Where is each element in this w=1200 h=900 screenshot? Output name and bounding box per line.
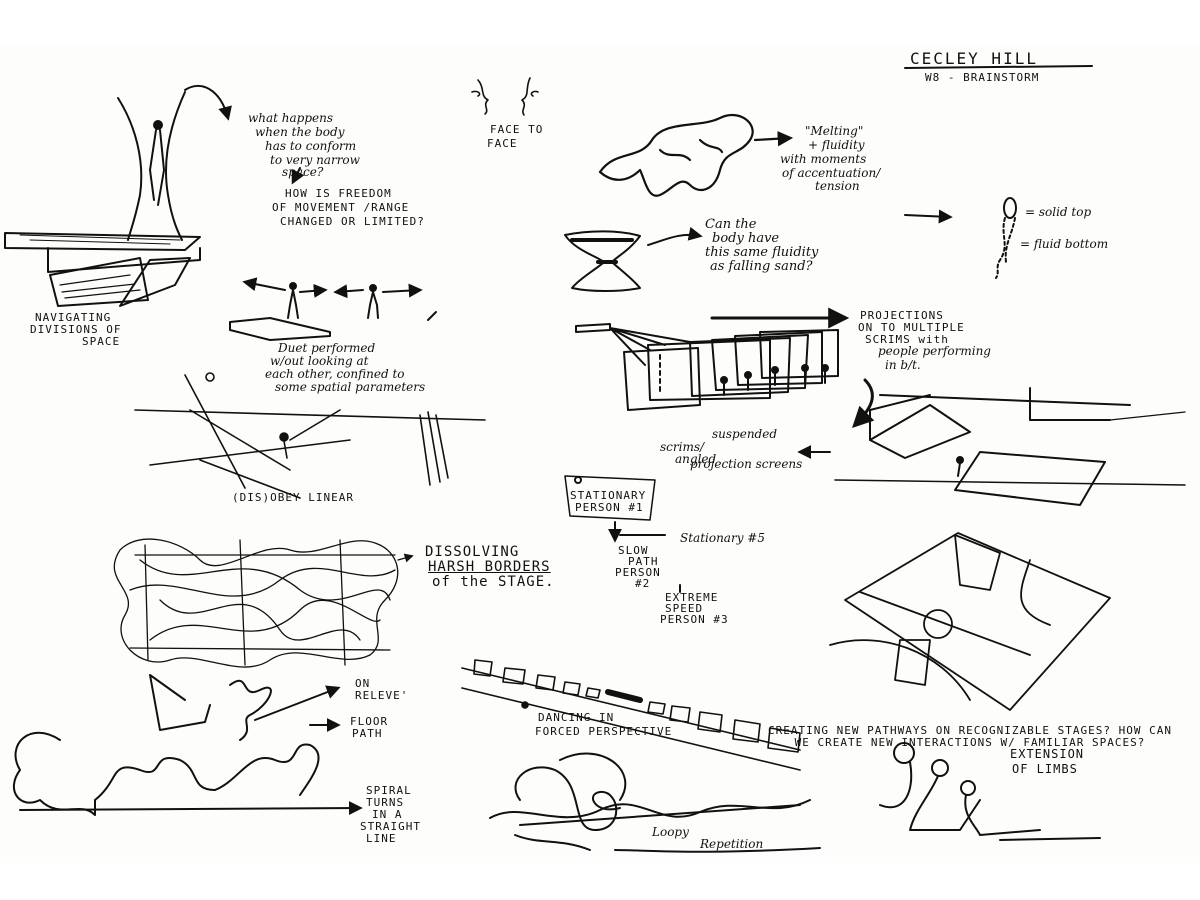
note-slow-3: PERSON [615,566,661,579]
note-projections-1: PROJECTIONS [860,309,944,322]
note-spiral-1: SPIRAL [366,784,412,797]
note-sand-4: as falling sand? [710,259,813,274]
note-scrims-3: angled [675,452,717,466]
narrow-space-drawing [117,85,305,241]
note-releve-2: RELEVE' [355,689,409,702]
note-freedom-3: CHANGED OR LIMITED? [280,215,425,228]
note-spiral-5: LINE [366,832,397,845]
note-sand-1: Can the [705,217,757,232]
note-extension-2: OF LIMBS [1012,762,1078,776]
note-stationary5: Stationary #5 [680,531,765,545]
note-solid-top: = solid top [1025,205,1092,219]
forced-perspective-drawing [461,659,801,771]
note-spiral-4: STRAIGHT [360,820,421,833]
disobey-linear-drawing [134,372,486,499]
basketball-court-drawing [829,532,1111,711]
note-narrow-space-3: has to conform [265,139,357,153]
note-slow-4: #2 [635,577,651,590]
note-extreme-1: EXTREME [665,591,719,604]
note-sand-3: this same fluidity [705,245,819,260]
note-slow-1: SLOW [618,544,649,557]
melting-figure-drawing [598,113,794,197]
brainstorm-label: W8 - BRAINSTORM [925,71,1040,84]
note-spiral-3: IN A [372,808,403,821]
note-duet-3: each other, confined to [265,367,405,381]
solid-fluid-figure-drawing [995,197,1017,279]
note-divisions-3: SPACE [82,335,121,348]
note-pathways: CREATING NEW PATHWAYS ON RECOGNIZABLE ST… [768,724,1172,750]
note-duet-2: w/out looking at [270,354,369,368]
note-narrow-space-2: when the body [255,125,345,139]
note-spiral-2: TURNS [366,796,405,809]
hourglass-drawing [564,209,953,292]
scribble-drawing [113,538,414,668]
extension-of-limbs-drawing [879,742,1101,841]
note-duet-4: some spatial parameters [275,380,426,394]
note-scrims-4: projection screens [690,457,803,471]
note-narrow-space-5: space? [282,165,324,179]
note-dissolving-3: of the STAGE. [432,574,555,590]
note-projections-4: people performing [878,344,991,358]
note-sand-2: body have [712,231,780,246]
note-stationary1-1: STATIONARY [570,489,647,502]
floor-path-drawing [13,674,363,816]
loopy-repetition-drawing [489,752,821,853]
note-duet-1: Duet performed [278,341,376,355]
note-slow-2: PATH [628,555,659,568]
note-projections-2: ON TO MULTIPLE [858,321,965,334]
note-scrims-2: scrims/ [660,440,705,454]
note-divisions-2: DIVISIONS OF [30,323,122,336]
note-narrow-space-4: to very narrow [270,153,360,167]
note-forced-1: DANCING IN [538,711,615,724]
duet-drawing [229,277,437,341]
note-extreme-3: PERSON #3 [660,613,729,626]
author-name: CECLEY HILL [910,49,1038,68]
note-disobey-linear: (DIS)OBEY LINEAR [232,491,354,504]
note-face-1: FACE TO [490,123,544,136]
note-melting-3: with moments [780,152,867,166]
note-divisions-1: NAVIGATING [35,311,112,324]
note-loopy-2: Repetition [700,837,764,851]
note-melting-1: "Melting" [805,124,864,138]
note-projections-3: SCRIMS with [865,333,949,346]
note-forced-2: FORCED PERSPECTIVE [535,725,673,738]
note-narrow-space-1: what happens [248,111,334,125]
note-melting-2: + fluidity [808,138,865,152]
note-dissolving-1: DISSOLVING [425,544,520,560]
angled-screens-drawing [797,387,1186,506]
note-freedom-2: OF MOVEMENT /RANGE [272,201,410,214]
note-floor-path-2: PATH [352,727,383,740]
face-to-face-drawing [471,77,539,116]
note-melting-4: of accentuation/ [782,166,881,180]
header-underline [904,65,1093,69]
note-releve-1: ON [355,677,371,690]
projection-scrims-drawing [575,307,875,428]
note-face-2: FACE [487,137,518,150]
note-extension-1: EXTENSION [1010,747,1085,761]
note-fluid-bottom: = fluid bottom [1020,237,1109,251]
note-melting-5: tension [815,179,860,193]
note-loopy-1: Loopy [652,825,689,839]
note-stationary1-2: PERSON #1 [575,501,644,514]
stationary-flow-drawing [564,475,681,593]
note-floor-path-1: FLOOR [350,715,389,728]
note-projections-5: in b/t. [885,358,921,372]
note-scrims-1: suspended [712,427,778,441]
note-dissolving-2: HARSH BORDERS [428,559,551,575]
note-extreme-2: SPEED [665,602,704,615]
note-freedom-1: HOW IS FREEDOM [285,187,392,200]
navigating-divisions-drawing [4,232,201,307]
